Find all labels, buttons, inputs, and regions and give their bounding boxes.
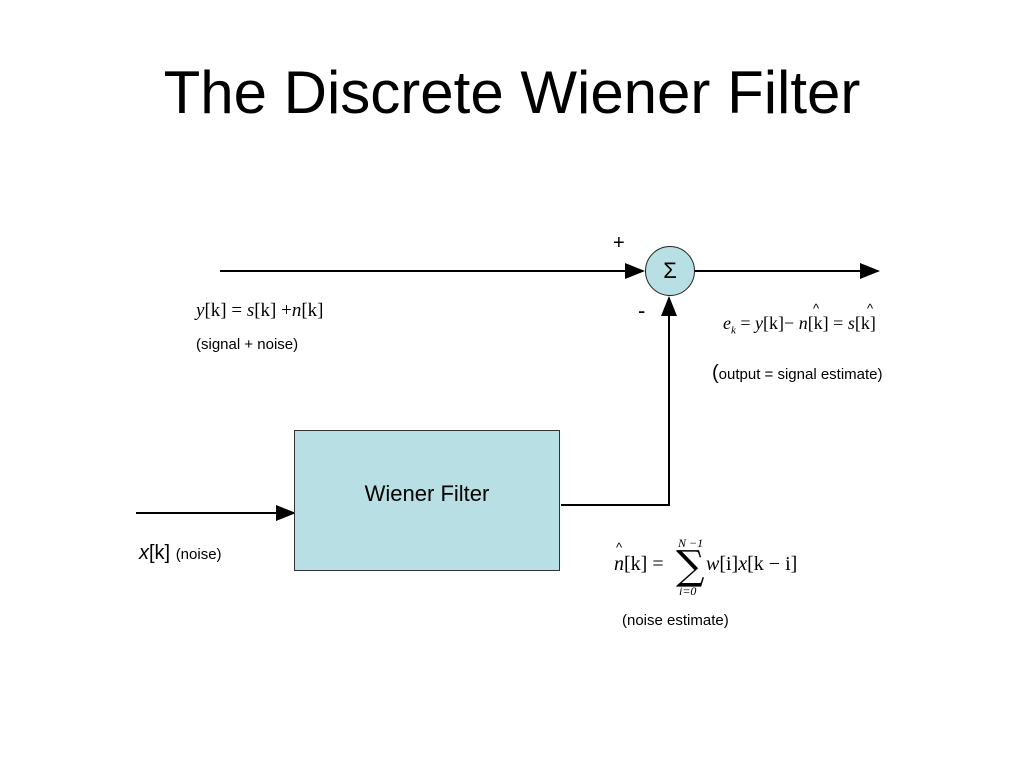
page-title: The Discrete Wiener Filter xyxy=(163,59,861,126)
s-hat-mark: ^ xyxy=(867,301,874,316)
plus-sign: + xyxy=(613,232,625,254)
output-caption: (output = signal estimate) xyxy=(712,362,883,384)
output-equation: ek = y[k]− n[k] = s[k] xyxy=(723,313,876,337)
summing-junction: Σ xyxy=(645,246,695,296)
noise-estimate-lhs: n[k] = xyxy=(614,553,664,575)
input-yk-equation: y[k] = s[k] +n[k] xyxy=(196,300,324,321)
wiener-filter-block: Wiener Filter xyxy=(294,430,560,571)
input-yk-caption: (signal + noise) xyxy=(196,336,299,353)
sum-lower-limit: i=0 xyxy=(679,584,697,598)
wiener-filter-label: Wiener Filter xyxy=(364,481,490,506)
noise-n-hat-mark: ^ xyxy=(616,540,623,555)
sum-upper-limit: N −1 xyxy=(678,536,704,550)
noise-estimate-caption: (noise estimate) xyxy=(622,612,729,629)
summation-symbol: ∑ xyxy=(676,543,705,589)
minus-sign: - xyxy=(638,298,646,323)
sigma-symbol: Σ xyxy=(663,258,677,283)
noise-estimate-rhs: w[i]x[k − i] xyxy=(706,553,798,575)
input-xk-label: x[k] (noise) xyxy=(139,542,222,564)
n-hat-mark: ^ xyxy=(813,301,820,316)
filter-output-line xyxy=(561,296,677,506)
